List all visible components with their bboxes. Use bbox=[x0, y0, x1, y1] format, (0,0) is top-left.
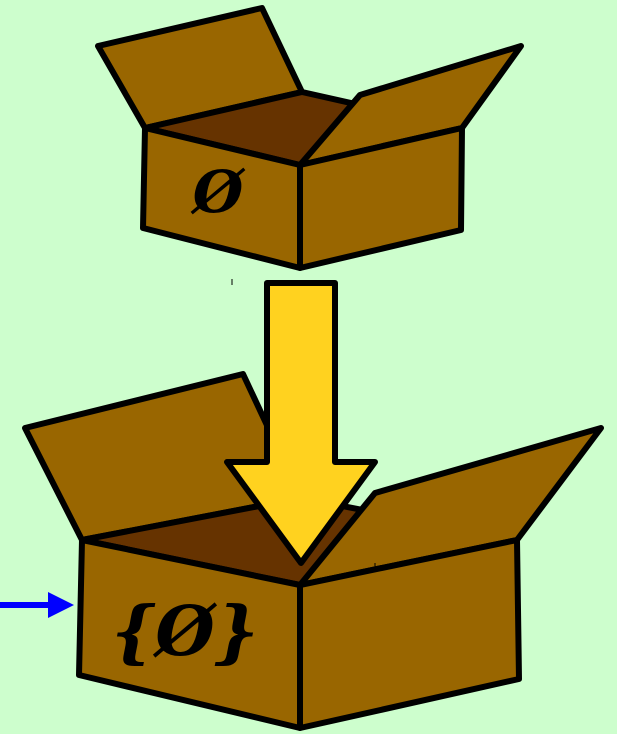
top-box: Ø bbox=[95, 5, 524, 271]
top-box-side-face bbox=[297, 125, 465, 271]
down-arrow-icon bbox=[224, 280, 378, 566]
bottom-box-side-face bbox=[297, 537, 522, 731]
bottom-box: {Ø} bbox=[22, 371, 604, 731]
right-arrow-icon bbox=[0, 592, 74, 618]
top-box-label: Ø bbox=[190, 158, 246, 226]
bottom-box-label: {Ø} bbox=[112, 592, 259, 672]
